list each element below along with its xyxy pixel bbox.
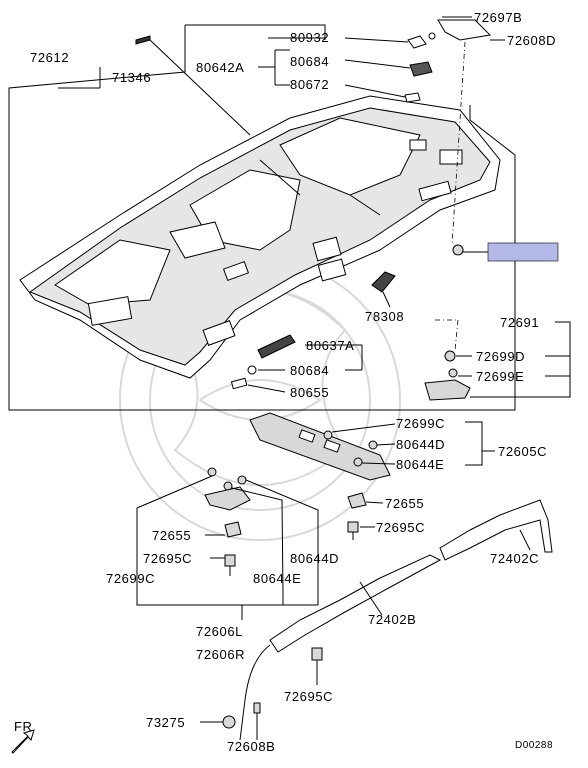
label-80684-top: 80684: [290, 54, 329, 69]
part-80684-top: [409, 61, 433, 77]
part-80644D-top: [368, 440, 378, 450]
front-direction-arrow: FR: [11, 719, 35, 754]
part-80637A: [257, 334, 296, 359]
highlight-box: [487, 242, 559, 262]
label-72402C: 72402C: [490, 551, 539, 566]
part-73275: [222, 715, 236, 729]
room-lamp-group: [424, 319, 571, 401]
part-72655-left: [224, 521, 242, 538]
diagram-code: D00288: [515, 740, 553, 751]
roof-clip: [452, 244, 464, 256]
part-72695C-right: [347, 521, 359, 533]
label-72655-right: 72655: [385, 496, 424, 511]
part-72695C-bottom: [311, 647, 323, 661]
label-80644E-top: 80644E: [396, 457, 444, 472]
label-80642A: 80642A: [196, 60, 244, 75]
label-80644E-left: 80644E: [253, 571, 301, 586]
part-80644E-top: [353, 457, 363, 467]
part-80655: [230, 377, 248, 390]
part-72402C: [439, 499, 553, 561]
label-80672: 80672: [290, 77, 329, 92]
part-72695C-left: [224, 554, 236, 567]
label-72606R: 72606R: [196, 647, 245, 662]
sunvisor-holder-group: [136, 467, 319, 620]
label-72606L: 72606L: [196, 624, 243, 639]
part-72402B: [269, 554, 442, 653]
part-78308: [371, 271, 396, 293]
part-72699E: [448, 368, 458, 378]
sunroof-opening-rear: [279, 117, 421, 196]
frame-72612: [185, 24, 326, 40]
part-72691: [424, 379, 471, 401]
label-80684-mid: 80684: [290, 363, 329, 378]
part-72699C-top: [323, 430, 333, 440]
label-72697B: 72697B: [474, 10, 522, 25]
part-72699D: [444, 350, 456, 362]
label-72691: 72691: [500, 315, 539, 330]
part-80644D-left: [237, 475, 247, 485]
label-72699E: 72699E: [476, 369, 524, 384]
label-72695C-left: 72695C: [143, 551, 192, 566]
part-80684-mid: [247, 365, 257, 375]
label-71346: 71346: [112, 70, 151, 85]
label-80644D-left: 80644D: [290, 551, 339, 566]
label-72402B: 72402B: [368, 612, 416, 627]
label-73275: 73275: [146, 715, 185, 730]
part-80672: [404, 92, 421, 103]
label-72608D: 72608D: [507, 33, 556, 48]
part-72699C-left: [207, 467, 217, 477]
label-80932: 80932: [290, 30, 329, 45]
label-78308: 78308: [365, 309, 404, 324]
label-72699D: 72699D: [476, 349, 525, 364]
overhead-console-group: [249, 412, 495, 540]
label-72699C-left: 72699C: [106, 571, 155, 586]
airbag-harness-group: [200, 499, 553, 741]
headlining-group: [8, 16, 559, 411]
part-72655-right: [347, 492, 367, 509]
label-72605C: 72605C: [498, 444, 547, 459]
label-80655: 80655: [290, 385, 329, 400]
part-72608B: [253, 702, 261, 714]
label-72699C-top: 72699C: [396, 416, 445, 431]
part-72608D: [428, 32, 436, 40]
label-72695C-bottom: 72695C: [284, 689, 333, 704]
label-72608B: 72608B: [227, 739, 275, 754]
label-72695C-right: 72695C: [376, 520, 425, 535]
front-label: FR: [14, 719, 33, 734]
label-80644D-top: 80644D: [396, 437, 445, 452]
part-71346: [135, 35, 151, 45]
part-80932: [407, 35, 427, 49]
part-72697B: [437, 19, 492, 41]
label-72612: 72612: [30, 50, 69, 65]
label-72655-left: 72655: [152, 528, 191, 543]
label-80637A: 80637A: [306, 338, 354, 353]
